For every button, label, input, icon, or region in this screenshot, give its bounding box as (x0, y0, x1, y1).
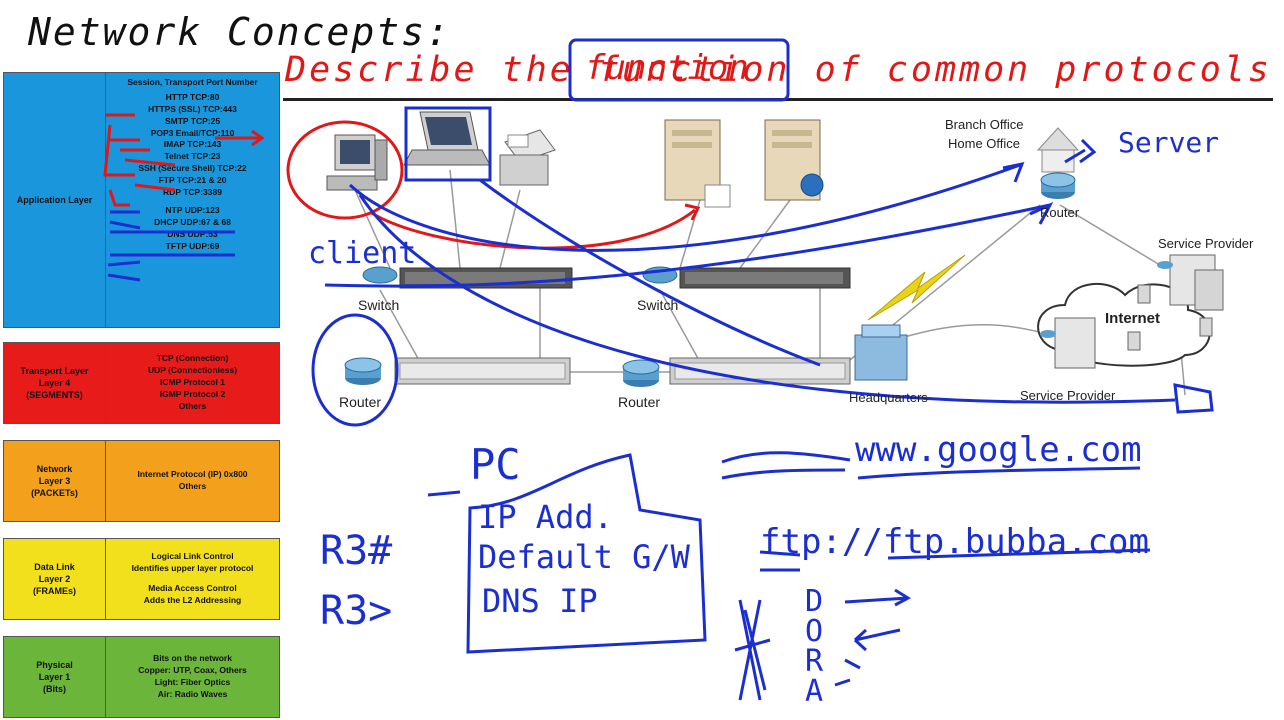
protocol-item: Logical Link Control (151, 551, 234, 562)
label-home-office: Home Office (948, 136, 1021, 151)
protocol-item: IMAP TCP:143 (163, 139, 222, 150)
hw-url-ftp: ftp://ftp.bubba.com (760, 522, 1149, 562)
hw-dora-o: O (805, 614, 824, 649)
protocol-item: Media Access Control (148, 583, 237, 593)
protocol-item: Light: Fiber Optics (154, 677, 231, 687)
hw-client-label: client (308, 236, 417, 271)
osi-layer-protocols: Session, Transport Port Number HTTP TCP:… (106, 73, 279, 327)
protocol-item: NTP UDP:123 (165, 204, 220, 215)
hw-dns-ip: DNS IP (482, 582, 598, 620)
service-provider-building-bottom (1040, 317, 1096, 369)
protocol-item: Others (178, 481, 207, 491)
protocol-item: DNS UDP:53 (167, 228, 218, 239)
printer-icon (499, 129, 556, 186)
small-server-icons (1127, 284, 1213, 351)
server-icon-left (664, 119, 731, 208)
protocol-item: UDP (Connectionless) (147, 365, 238, 376)
router-icon-left (344, 357, 382, 385)
osi-app-header: Session, Transport Port Number (127, 77, 258, 87)
label-headquarters: Headquarters (849, 390, 928, 405)
osi-layer-protocols: TCP (Connection) UDP (Connectionless) IC… (106, 343, 279, 423)
protocol-item: IGMP Protocol 2 (159, 388, 226, 399)
hw-dora-a: A (805, 674, 824, 709)
protocol-item: HTTPS (SSL) TCP:443 (148, 103, 237, 114)
hw-server-label: Server (1118, 126, 1220, 159)
osi-layer-protocols: Internet Protocol (IP) 0x800 Others (106, 441, 279, 521)
protocol-item: Adds the L2 Addressing (143, 594, 242, 605)
osi-layer-name: Physical Layer 1 (Bits) (4, 637, 106, 717)
protocol-item: SSH (Secure Shell) TCP:22 (138, 163, 247, 174)
label-internet: Internet (1105, 310, 1161, 327)
protocol-item: SMTP TCP:25 (164, 115, 221, 126)
wan-lightning-icon (867, 254, 966, 321)
protocol-item: DHCP UDP:67 & 68 (154, 216, 231, 227)
slide-title: Network Concepts: (28, 10, 451, 54)
protocol-item: ICMP Protocol 1 (159, 377, 226, 388)
hw-function-word: function (585, 48, 749, 88)
osi-layer-protocols: Logical Link Control Identifies upper la… (106, 539, 279, 619)
blue-annotations (107, 38, 1214, 701)
label-router-mid: Router (618, 394, 661, 410)
router-chassis-left (394, 357, 571, 385)
hw-default-gw: Default G/W (478, 538, 690, 576)
server-icon-right (764, 119, 824, 201)
hw-dora-d: D (805, 584, 824, 619)
service-provider-building-top (1157, 254, 1224, 311)
label-router-branch: Router (1040, 205, 1080, 220)
protocol-item: Telnet TCP:23 (164, 151, 221, 162)
protocol-item: Copper: UTP, Coax, Others (138, 665, 247, 676)
osi-datalink-layer: Data Link Layer 2 (FRAMEs) Logical Link … (3, 538, 280, 620)
osi-application-layer: Application Layer Session, Transport Por… (3, 72, 280, 328)
osi-network-layer: Network Layer 3 (PACKETs) Internet Proto… (3, 440, 280, 522)
osi-layer-name: Transport Layer Layer 4 (SEGMENTS) (4, 343, 106, 423)
protocol-item: POP3 Email/TCP:110 (150, 127, 235, 138)
label-service-provider-bottom: Service Provider (1020, 388, 1116, 403)
protocol-item: FTP TCP:21 & 20 (158, 175, 227, 186)
hw-r3-user: R3> (320, 588, 393, 634)
protocol-item: Identifies upper layer protocol (131, 563, 254, 574)
label-branch-office: Branch Office (945, 117, 1024, 132)
osi-layer-name: Application Layer (4, 73, 106, 327)
hw-pc-label: PC (470, 440, 521, 489)
switch-right (642, 266, 851, 289)
protocol-item: Internet Protocol (IP) 0x800 (137, 469, 248, 480)
osi-layer-name: Data Link Layer 2 (FRAMEs) (4, 539, 106, 619)
slide-subtitle: Describe the function of common protocol… (285, 50, 1272, 90)
label-switch-right: Switch (637, 297, 679, 313)
protocol-item: HTTP TCP:80 (165, 91, 220, 102)
pc-icon (326, 134, 388, 191)
protocol-item: RDP TCP:3389 (163, 187, 222, 198)
red-annotations (103, 113, 701, 250)
protocol-item: Air: Radio Waves (157, 688, 228, 699)
headquarters-building-icon (854, 324, 908, 381)
label-switch-left: Switch (358, 297, 400, 313)
hw-url-google: www.google.com (855, 430, 1142, 470)
hw-ip-add: IP Add. (478, 498, 613, 536)
subtitle-text: Describe the function of common protocol… (285, 50, 1272, 90)
osi-physical-layer: Physical Layer 1 (Bits) Bits on the netw… (3, 636, 280, 718)
router-icon-mid (622, 359, 660, 387)
osi-layer-protocols: Bits on the network Copper: UTP, Coax, O… (106, 637, 279, 717)
label-router-left: Router (339, 394, 382, 410)
hw-dora-r: R (805, 644, 824, 679)
router-chassis-right (669, 357, 851, 385)
protocol-item: TFTP UDP:69 (165, 240, 220, 251)
router-icon-branch (1040, 172, 1076, 199)
hw-r3-priv: R3# (320, 528, 393, 574)
protocol-item: Bits on the network (153, 653, 232, 664)
osi-layer-name: Network Layer 3 (PACKETs) (4, 441, 106, 521)
laptop-icon (403, 111, 491, 166)
osi-transport-layer: Transport Layer Layer 4 (SEGMENTS) TCP (… (3, 342, 280, 424)
branch-office-house-icon (1036, 127, 1080, 173)
label-service-provider-top: Service Provider (1158, 236, 1254, 251)
protocol-item: Others (178, 400, 207, 411)
protocol-item: TCP (Connection) (156, 353, 229, 364)
